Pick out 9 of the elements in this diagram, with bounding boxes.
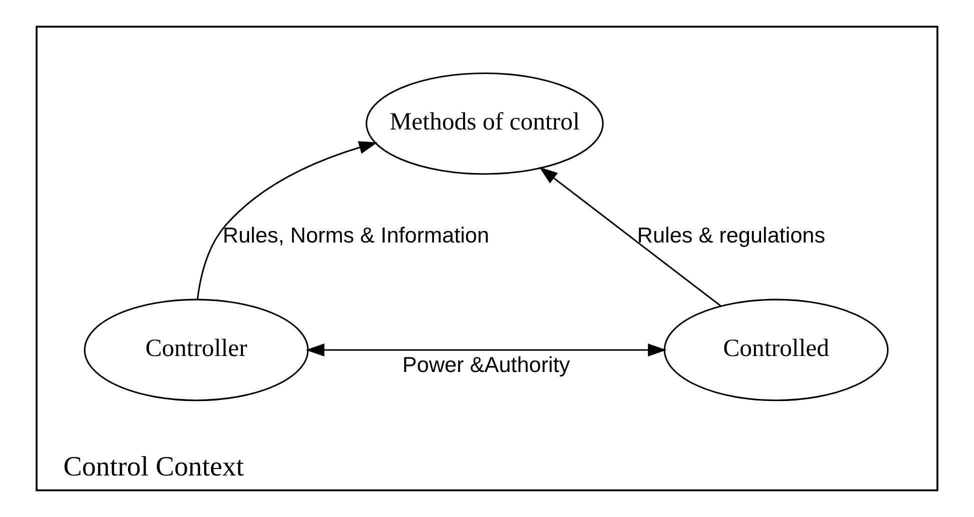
node-ellipse: Controller bbox=[84, 298, 309, 402]
node-ellipse: Methods of control bbox=[366, 72, 604, 175]
edge-label: Power &Authority bbox=[402, 352, 570, 377]
arrow bbox=[306, 343, 667, 356]
node-ellipse: Controlled bbox=[664, 298, 889, 402]
edge-label: Rules & regulations bbox=[637, 222, 826, 248]
arrow bbox=[196, 141, 378, 300]
edge-label: Rules, Norms & Information bbox=[222, 222, 490, 248]
arrow bbox=[539, 166, 722, 307]
